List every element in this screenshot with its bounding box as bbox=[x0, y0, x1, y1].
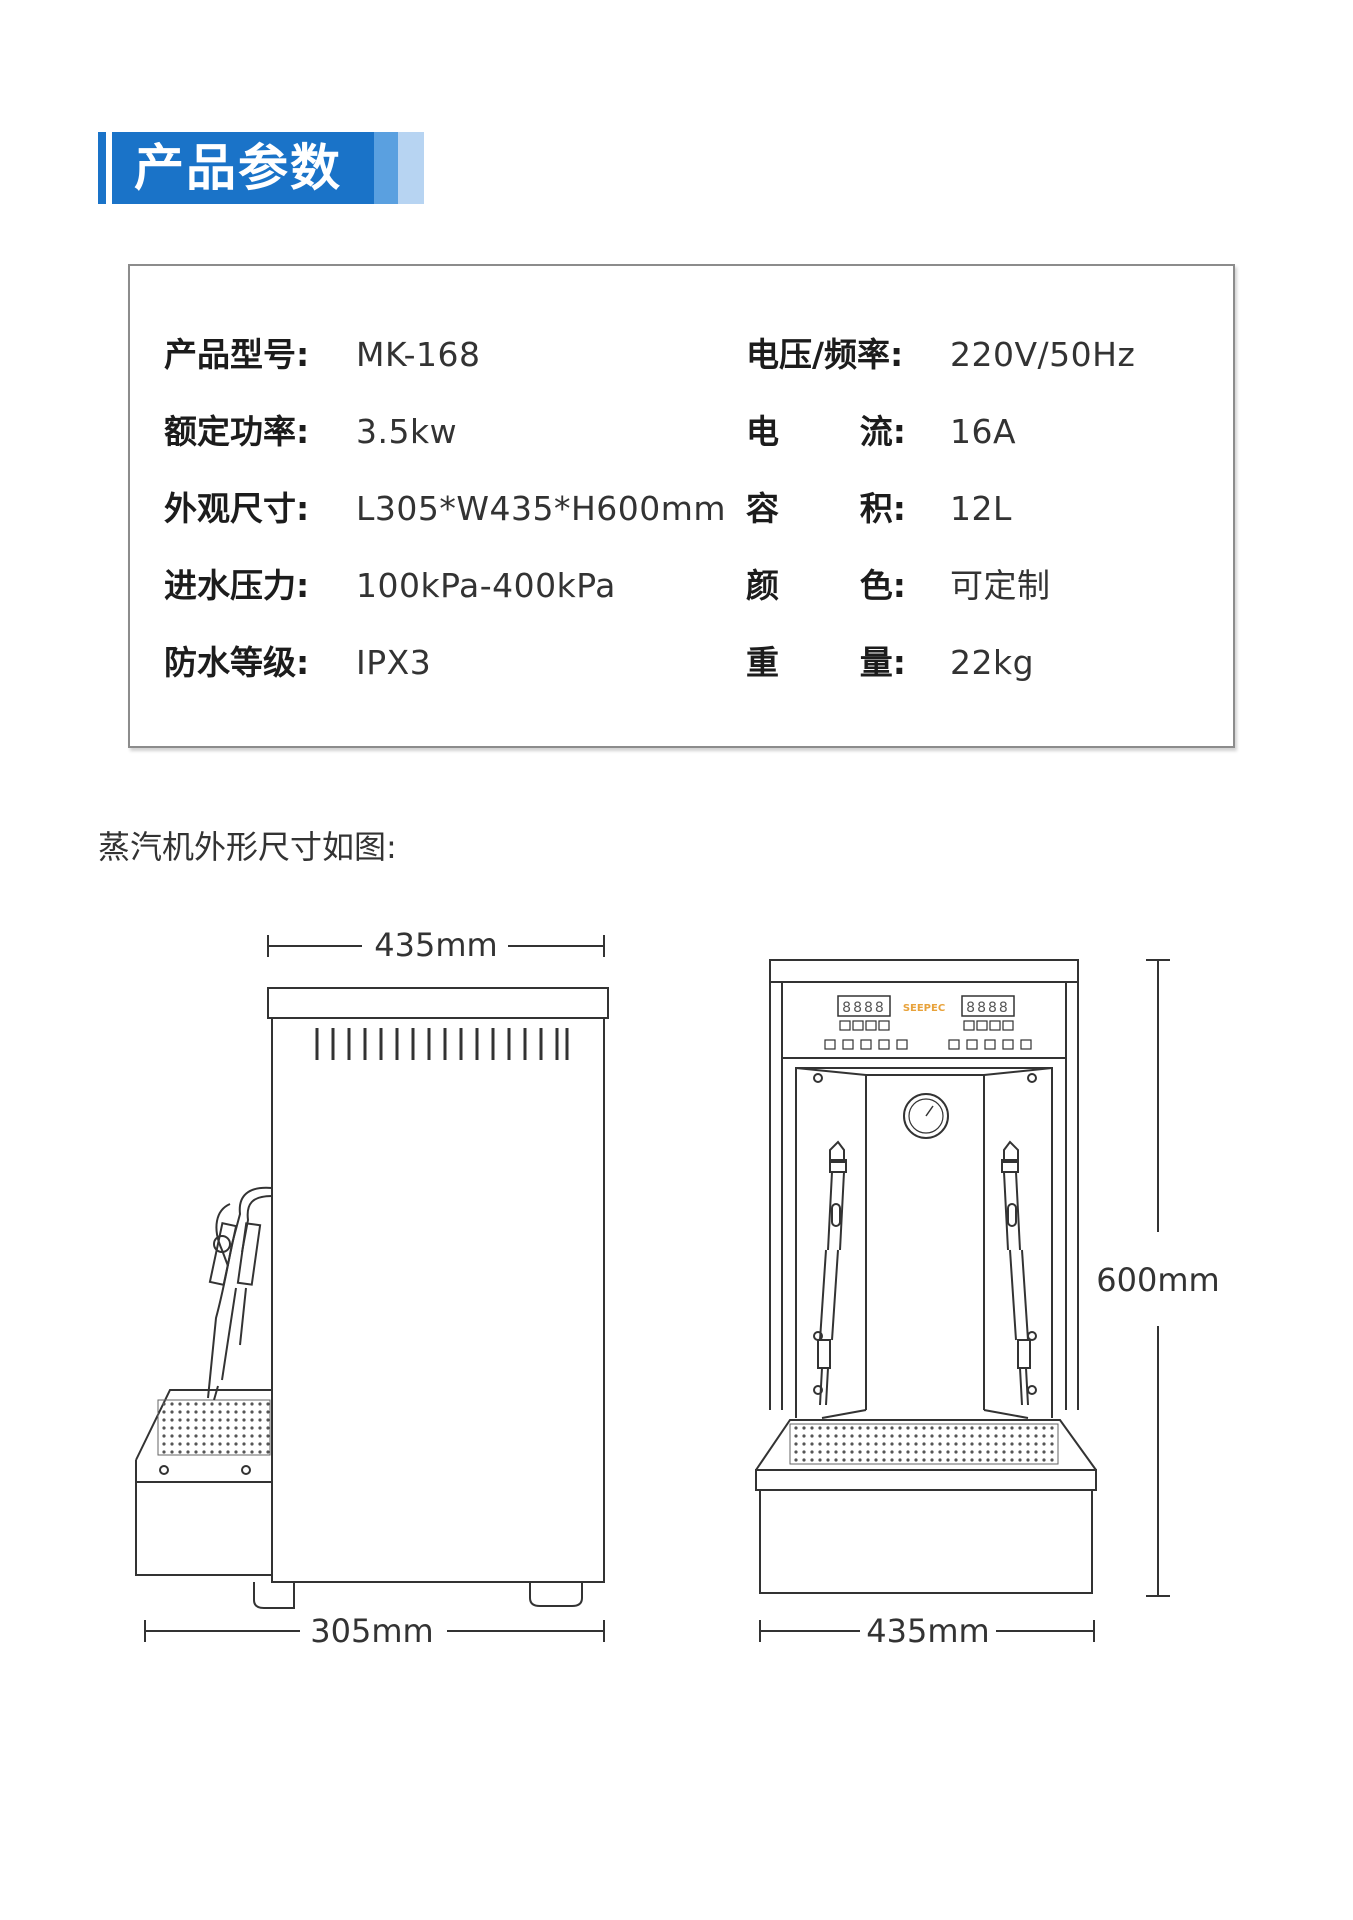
side-width-label: 435mm bbox=[374, 926, 497, 964]
spec-value: MK-168 bbox=[356, 335, 481, 374]
spec-label: 产品型号: bbox=[164, 335, 310, 374]
section-title: 产品参数 bbox=[134, 139, 342, 197]
spec-label: 容积: bbox=[746, 489, 906, 528]
spec-value: 220V/50Hz bbox=[950, 335, 1136, 374]
spec-value: 可定制 bbox=[950, 566, 1051, 605]
spec-label: 进水压力: bbox=[164, 566, 310, 605]
brand-logo: SEEPEC bbox=[903, 1003, 945, 1014]
spec-row: 进水压力: 100kPa-400kPa 颜色: 可定制 bbox=[164, 561, 1204, 611]
header-bar bbox=[112, 132, 374, 204]
spec-value: 3.5kw bbox=[356, 412, 458, 451]
spec-value: 100kPa-400kPa bbox=[356, 566, 616, 605]
side-depth-label: 305mm bbox=[310, 1612, 433, 1650]
header-accent-bar bbox=[98, 132, 106, 204]
side-view-drawing bbox=[135, 935, 609, 1642]
spec-label: 电压/频率: bbox=[746, 335, 904, 374]
front-view-drawing bbox=[755, 959, 1170, 1642]
spec-value: 16A bbox=[950, 412, 1017, 451]
spec-table: 产品型号: MK-168 电压/频率: 220V/50Hz 额定功率: 3.5k… bbox=[128, 264, 1235, 748]
spec-row: 额定功率: 3.5kw 电流: 16A bbox=[164, 407, 1204, 457]
front-width-label: 435mm bbox=[866, 1612, 989, 1650]
left-display-readout: 8888 bbox=[842, 1000, 886, 1016]
spec-value: 22kg bbox=[950, 643, 1035, 682]
spec-label: 额定功率: bbox=[164, 412, 310, 451]
spec-row: 产品型号: MK-168 电压/频率: 220V/50Hz bbox=[164, 330, 1204, 380]
spec-row: 外观尺寸: L305*W435*H600mm 容积: 12L bbox=[164, 484, 1204, 534]
diagram-caption: 蒸汽机外形尺寸如图: bbox=[98, 828, 397, 866]
front-height-label: 600mm bbox=[1096, 1261, 1219, 1299]
spec-label: 防水等级: bbox=[164, 643, 310, 682]
spec-value: L305*W435*H600mm bbox=[356, 489, 727, 528]
spec-value: IPX3 bbox=[356, 643, 432, 682]
spec-label: 颜色: bbox=[746, 566, 906, 605]
spec-label: 外观尺寸: bbox=[164, 489, 310, 528]
spec-row: 防水等级: IPX3 重量: 22kg bbox=[164, 638, 1204, 688]
right-display-readout: 8888 bbox=[966, 1000, 1010, 1016]
spec-label: 电流: bbox=[746, 412, 906, 451]
spec-value: 12L bbox=[950, 489, 1012, 528]
spec-label: 重量: bbox=[746, 643, 906, 682]
section-header: 产品参数 bbox=[98, 132, 424, 204]
header-bar-fade bbox=[374, 132, 398, 204]
header-bar-light bbox=[398, 132, 424, 204]
